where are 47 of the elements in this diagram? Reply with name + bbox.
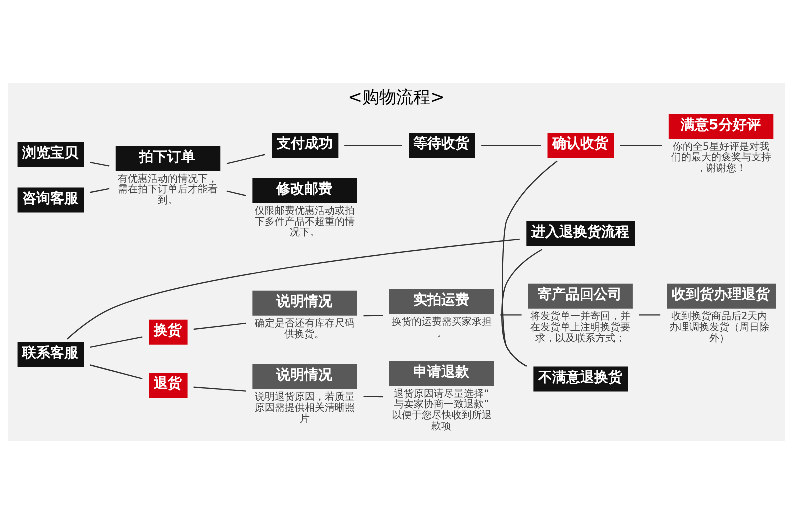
connector [194, 322, 246, 330]
node-box: 满意5分好评 [668, 114, 774, 140]
node-box: 说明情况 [252, 364, 358, 390]
node-label: 仅限邮费优惠活动或拍下多件产品不超重的情况下。 [255, 206, 356, 239]
diagram-title: <购物流程> [348, 88, 445, 108]
connector [639, 314, 661, 316]
connector [66, 238, 520, 340]
connector [500, 314, 522, 316]
node-label: 你的全5星好评是对我们的最大的褒奖与支持，谢谢您！ [671, 142, 772, 175]
connector [344, 144, 402, 146]
node-box: 退货 [150, 373, 188, 398]
node-box: 浏览宝贝 [18, 142, 84, 168]
node-box: 寄产品回公司 [528, 284, 633, 309]
node-box: 支付成功 [272, 133, 339, 158]
connector [90, 364, 143, 380]
node-label: 收到换货商品后2天内办理调换发货（周日除外） [670, 311, 770, 344]
connector [226, 190, 246, 196]
connector [90, 188, 110, 194]
node-label: 换货的运费需买家承担。 [392, 316, 492, 339]
node-box: 不满意退换货 [534, 366, 628, 392]
node-box: 修改邮费 [252, 178, 358, 204]
connector [90, 162, 110, 167]
connector [364, 315, 384, 317]
node-box: 联系客服 [18, 342, 84, 368]
connector [364, 396, 384, 398]
connector [502, 160, 558, 367]
node-box: 进入退换货流程 [526, 221, 636, 246]
node-label: 退货原因请尽量选择“与卖家协商一致退款”以便于您尽快收到所退款项 [392, 388, 492, 433]
connector [502, 249, 543, 367]
node-label: 有优惠活动的情况下，需在拍下订单后才能看到。 [118, 174, 218, 207]
node-box: 换货 [150, 320, 188, 345]
node-box: 说明情况 [252, 290, 358, 316]
node-box: 等待收货 [409, 133, 476, 158]
node-box: 确认收货 [548, 133, 614, 158]
node-label: 确定是否还有库存尺码供换货。 [255, 318, 356, 340]
node-box: 拍下订单 [116, 146, 221, 172]
node-box: 实拍运费 [389, 289, 494, 314]
node-box: 申请退款 [389, 361, 494, 386]
connector [90, 336, 143, 348]
connector [194, 386, 246, 392]
connector [620, 144, 662, 146]
connector [482, 144, 541, 146]
node-label: 说明退货原因，若质量原因需提供相关清晰照片 [255, 392, 356, 425]
connector [226, 154, 266, 164]
node-box: 收到货办理退货 [667, 284, 776, 309]
node-box: 咨询客服 [18, 188, 84, 213]
node-label: 将发货单一并寄回，并在发货单上注明换货要求，以及联系方式； [530, 311, 631, 344]
